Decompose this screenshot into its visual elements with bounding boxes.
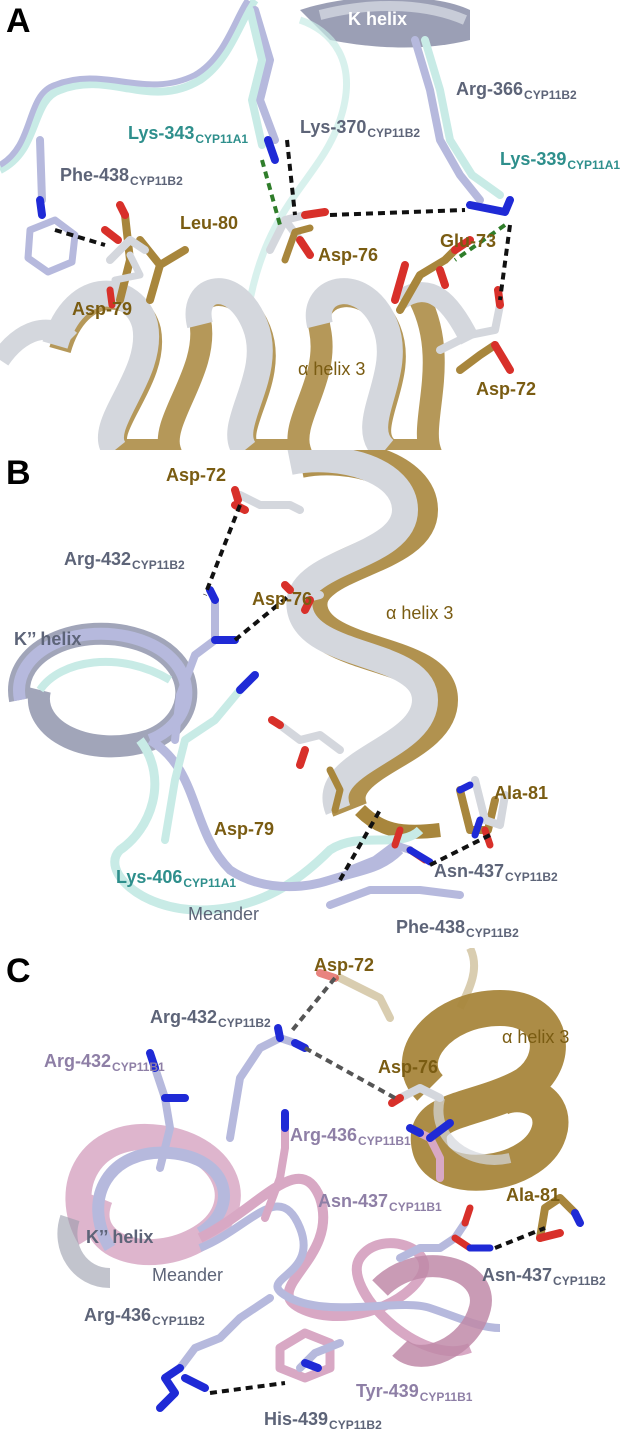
cyp11b2-loop: [0, 0, 251, 168]
label-asp-79: Asp-79: [214, 819, 275, 839]
label-asn-437: Asn-437CYP11B2: [434, 861, 558, 884]
meander-loop-lavender: [198, 1202, 501, 1332]
hydrogen-bonds: [209, 976, 546, 1395]
label-his-439-cyp11b2: His-439CYP11B2: [264, 1409, 382, 1432]
label-lys-406: Lys-406CYP11A1: [116, 867, 237, 890]
side-chains: [146, 969, 584, 1412]
panel-letter: C: [6, 952, 31, 990]
hydrogen-bonds: [203, 504, 491, 881]
panel-a: A K helix Arg-366CYP11B2 Lys-343CYP11A1 …: [0, 0, 630, 450]
alpha-helix-3-ribbon: [286, 450, 459, 839]
label-ala-81: Ala-81: [506, 1185, 561, 1205]
label-phe-438: Phe-438CYP11B2: [60, 165, 183, 188]
label-tyr-439-cyp11b1: Tyr-439CYP11B1: [356, 1381, 473, 1404]
label-asp-79: Asp-79: [72, 299, 133, 319]
label-alpha-helix-3: α helix 3: [502, 1027, 570, 1047]
panel-a-structure-render: [0, 0, 514, 450]
label-k2-helix: K’’ helix: [86, 1227, 154, 1247]
label-arg-436-cyp11b1: Arg-436CYP11B1: [290, 1125, 411, 1148]
alpha-helix-3-ribbon: [0, 278, 479, 450]
k2-helix-ribbon: [8, 622, 198, 758]
label-arg-432-cyp11b1: Arg-432CYP11B1: [44, 1051, 165, 1074]
label-arg-366: Arg-366CYP11B2: [456, 79, 577, 102]
cyp11a1-loop: [0, 0, 259, 174]
label-alpha-helix-3: α helix 3: [298, 359, 366, 379]
label-lys-370: Lys-370CYP11B2: [300, 117, 421, 140]
label-asp-72: Asp-72: [476, 379, 537, 399]
label-glu-73: Glu-73: [440, 231, 497, 251]
panel-b: B Asp-72 Arg-432CYP11B2 Asp-76 α helix 3…: [0, 450, 630, 948]
label-lys-339: Lys-339CYP11A1: [500, 149, 621, 172]
meander-loop-cyp11b2: [147, 736, 404, 891]
panel-letter: B: [6, 454, 31, 492]
meander-loop-pink: [197, 1173, 472, 1357]
label-arg-436-cyp11b2: Arg-436CYP11B2: [84, 1305, 205, 1328]
label-asp-72: Asp-72: [314, 955, 375, 975]
label-lys-343: Lys-343CYP11A1: [128, 123, 249, 146]
label-k2-helix: K’’ helix: [14, 629, 82, 649]
alpha-helix-3-ribbon: [401, 948, 569, 1191]
label-asp-72: Asp-72: [166, 465, 227, 485]
side-chains: [24, 6, 514, 374]
label-arg-432: Arg-432CYP11B2: [64, 549, 185, 572]
label-meander: Meander: [188, 904, 260, 924]
label-alpha-helix-3: α helix 3: [386, 603, 454, 623]
label-asn-437-cyp11b2: Asn-437CYP11B2: [482, 1265, 606, 1288]
panel-c: C Asp-72 Arg-432CYP11B2 α helix 3 Arg-43…: [0, 948, 630, 1446]
panel-b-structure-render: [8, 450, 509, 915]
label-phe-438: Phe-438CYP11B2: [396, 917, 519, 940]
hydrogen-bonds: [54, 139, 512, 301]
meander-loop-cyp11a1: [110, 737, 424, 915]
label-leu-80: Leu-80: [180, 213, 239, 233]
label-ala-81: Ala-81: [494, 783, 549, 803]
label-asp-76: Asp-76: [252, 589, 313, 609]
label-arg-432-cyp11b2: Arg-432CYP11B2: [150, 1007, 271, 1030]
k2-helix-ribbon: [57, 1123, 241, 1288]
side-chains: [161, 486, 509, 909]
label-k-helix: K helix: [348, 9, 408, 29]
label-asp-76: Asp-76: [378, 1057, 439, 1077]
label-asn-437-cyp11b1: Asn-437CYP11B1: [318, 1191, 442, 1214]
panel-c-structure-render: [57, 948, 584, 1412]
label-asp-76: Asp-76: [318, 245, 379, 265]
panel-letter: A: [6, 2, 31, 40]
label-meander: Meander: [152, 1265, 224, 1285]
